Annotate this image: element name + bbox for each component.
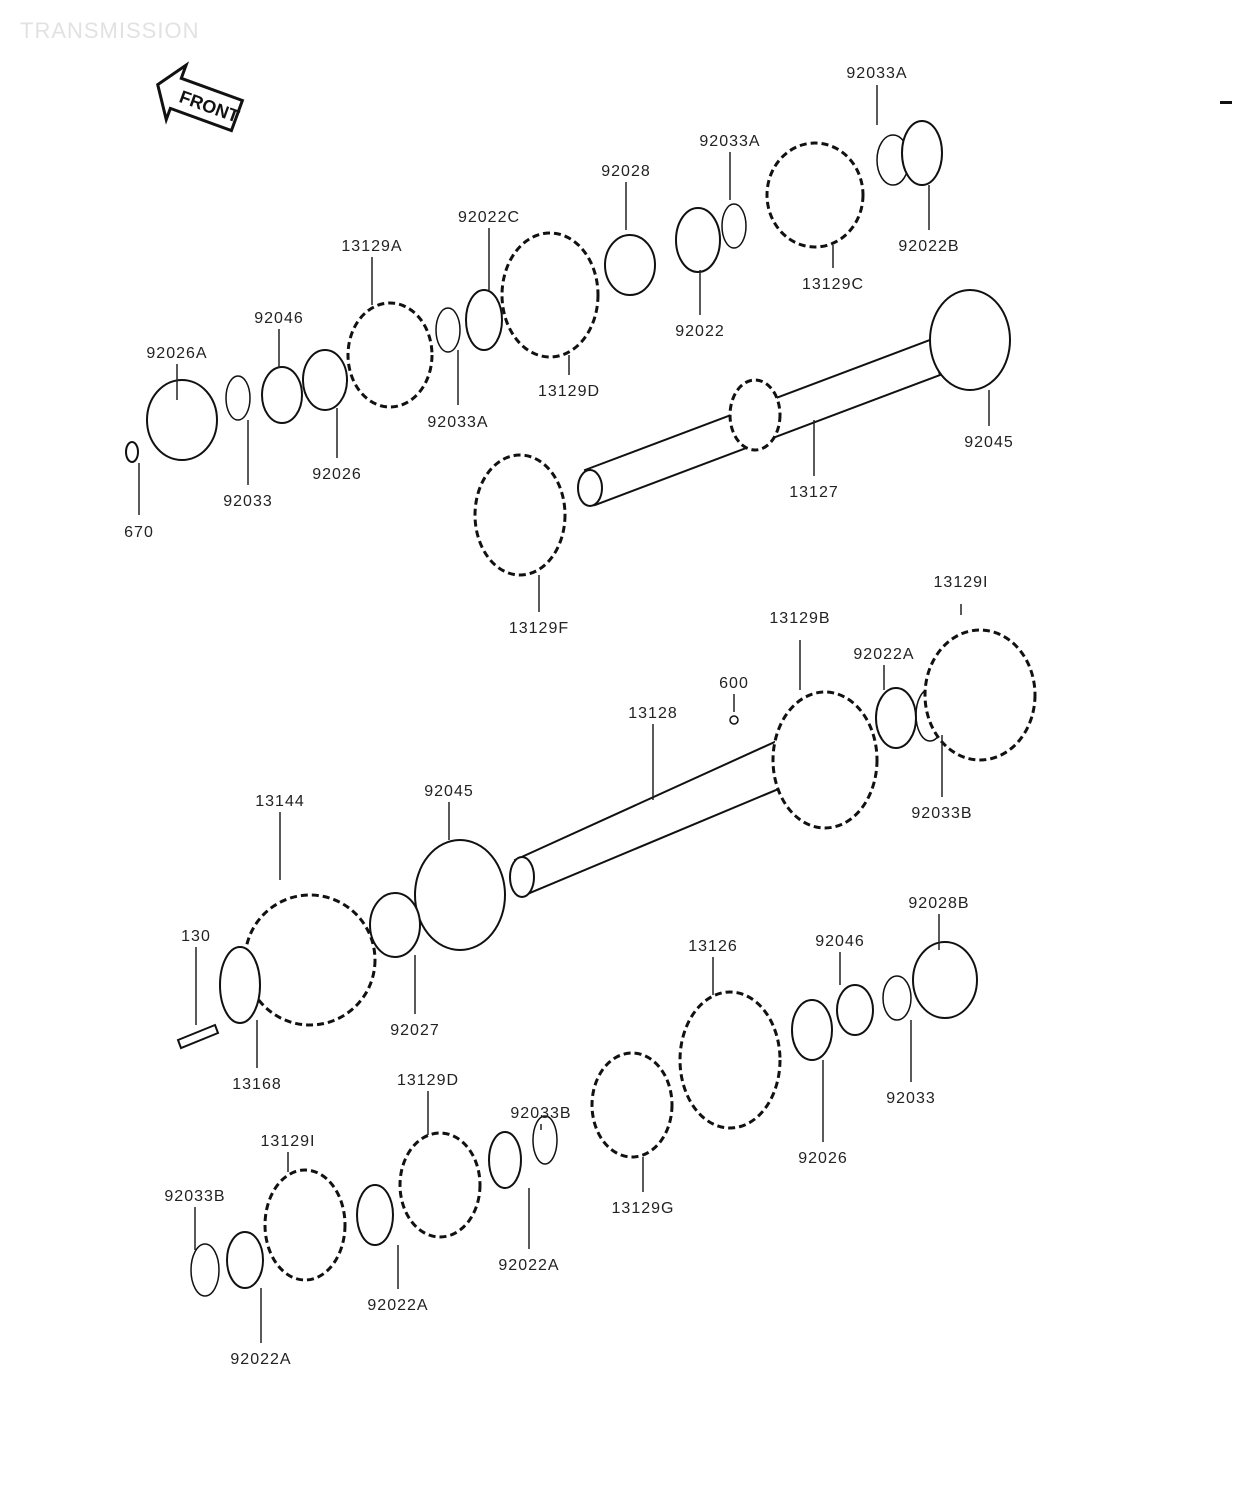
gear [765,141,865,249]
gear [346,301,434,409]
diagram-title: TRANSMISSION [20,18,199,43]
part-label: 92045 [964,434,1014,451]
bushing [912,941,978,1019]
gear [473,453,567,577]
part-label: 92022A [853,646,914,663]
part-label: 92046 [254,310,304,327]
part-label: 13129B [769,610,830,627]
bearing [261,366,303,424]
part-label: 13129G [612,1200,675,1217]
part-label: 92026 [798,1150,848,1167]
circlip [721,203,747,249]
part-label: 13144 [255,793,305,810]
shaft-13128 [513,733,802,897]
part-label: 600 [719,675,749,692]
part-label: 13168 [232,1076,282,1093]
bushing [604,234,656,296]
part-label: 13129C [802,276,864,293]
part-label: 92026A [146,345,207,362]
part-label: 92022A [230,1351,291,1368]
part-label: 92033A [427,414,488,431]
ball [729,715,739,725]
part-label: 92022 [675,323,725,340]
bearing [414,839,506,951]
leader-lines [138,85,990,1343]
part-label: 92028B [908,895,969,912]
circlip [190,1243,220,1297]
parts [125,120,1037,1297]
shaft-end [577,469,603,507]
part-label: 92033A [699,133,760,150]
washer [465,289,503,351]
gear [923,628,1037,762]
part-label: 92026 [312,466,362,483]
gear [771,690,879,830]
part-label: 92027 [390,1022,440,1039]
plate [219,946,261,1024]
bolt-130 [176,1023,220,1050]
gear [728,378,782,452]
washer [791,999,833,1061]
bearing [836,984,874,1036]
part-label: 670 [124,524,154,541]
part-label: 13126 [688,938,738,955]
washer [302,349,348,411]
front-arrow-icon: FRONT [156,61,245,133]
shaft-end [509,856,535,898]
part-label: 13129I [261,1133,316,1150]
circlip [225,375,251,421]
gear [263,1168,347,1282]
bushing [146,379,218,461]
part-label: 92022C [458,209,520,226]
washer [226,1231,264,1289]
edge-mark [1220,101,1232,104]
part-label: 13129I [934,574,989,591]
washer [901,120,943,186]
part-labels: 92033A 92033A 92028 92022C 13129A 92046 92026A… [124,65,1014,1368]
part-label: 13129D [538,383,600,400]
gear [590,1051,674,1159]
part-label: 92033B [911,805,972,822]
circlip [532,1115,558,1165]
part-label: 13127 [789,484,839,501]
gear [500,231,600,359]
nut [125,441,139,463]
part-label: 92033B [510,1105,571,1122]
part-label: 92033A [846,65,907,82]
gear [398,1131,482,1239]
collar [369,892,421,958]
part-label: 92022B [898,238,959,255]
part-label: 92033 [886,1090,936,1107]
part-label: 13129A [341,238,402,255]
washer [488,1131,522,1189]
washer [675,207,721,273]
part-label: 92046 [815,933,865,950]
part-label: 13129D [397,1072,459,1089]
washer [875,687,917,749]
part-label: 92022A [367,1297,428,1314]
part-label: 92028 [601,163,651,180]
circlip [882,975,912,1021]
part-label: 130 [181,928,211,945]
bearing [929,289,1011,391]
part-label: 92033B [164,1188,225,1205]
gear [678,990,782,1130]
part-label: 13128 [628,705,678,722]
part-label: 13129F [509,620,569,637]
sprocket [243,893,377,1027]
circlip [435,307,461,353]
part-label: 92033 [223,493,273,510]
part-label: 92022A [498,1257,559,1274]
washer [356,1184,394,1246]
part-label: 92045 [424,783,474,800]
